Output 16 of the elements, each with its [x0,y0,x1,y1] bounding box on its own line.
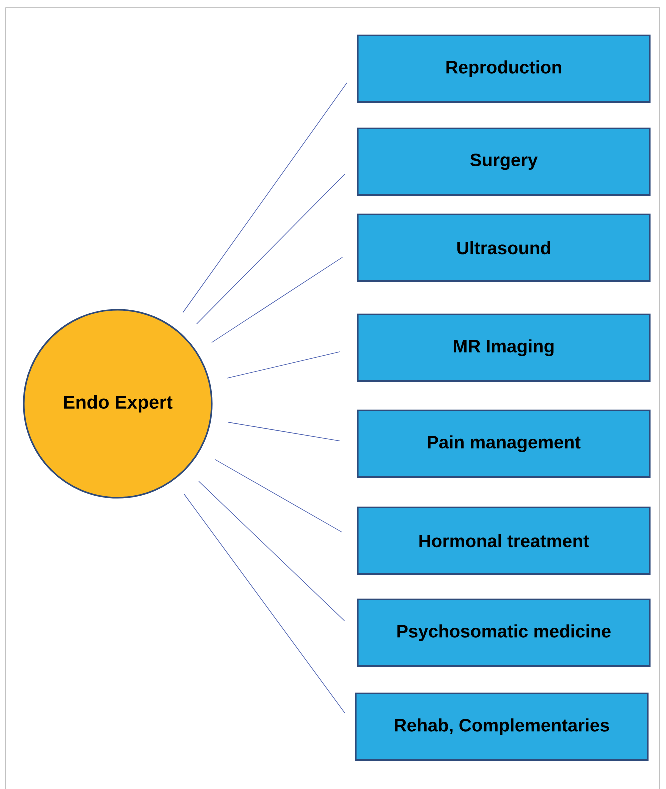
connector-line [196,174,346,325]
topic-box: Hormonal treatment [357,506,651,576]
connector-line [182,82,348,314]
topic-box: Surgery [357,128,651,196]
topic-box: MR Imaging [357,314,651,382]
connector-line [184,494,346,714]
topic-box: Reproduction [357,34,651,104]
connector-line [228,422,340,442]
topic-box: Ultrasound [357,214,651,282]
connector-line [214,459,342,533]
topic-box: Psychosomatic medicine [357,598,651,668]
connector-line [198,481,346,622]
connector-line [212,257,344,344]
topic-box: Pain management [357,410,651,478]
topic-box: Rehab, Complementaries [355,692,649,762]
connector-line [226,352,341,379]
